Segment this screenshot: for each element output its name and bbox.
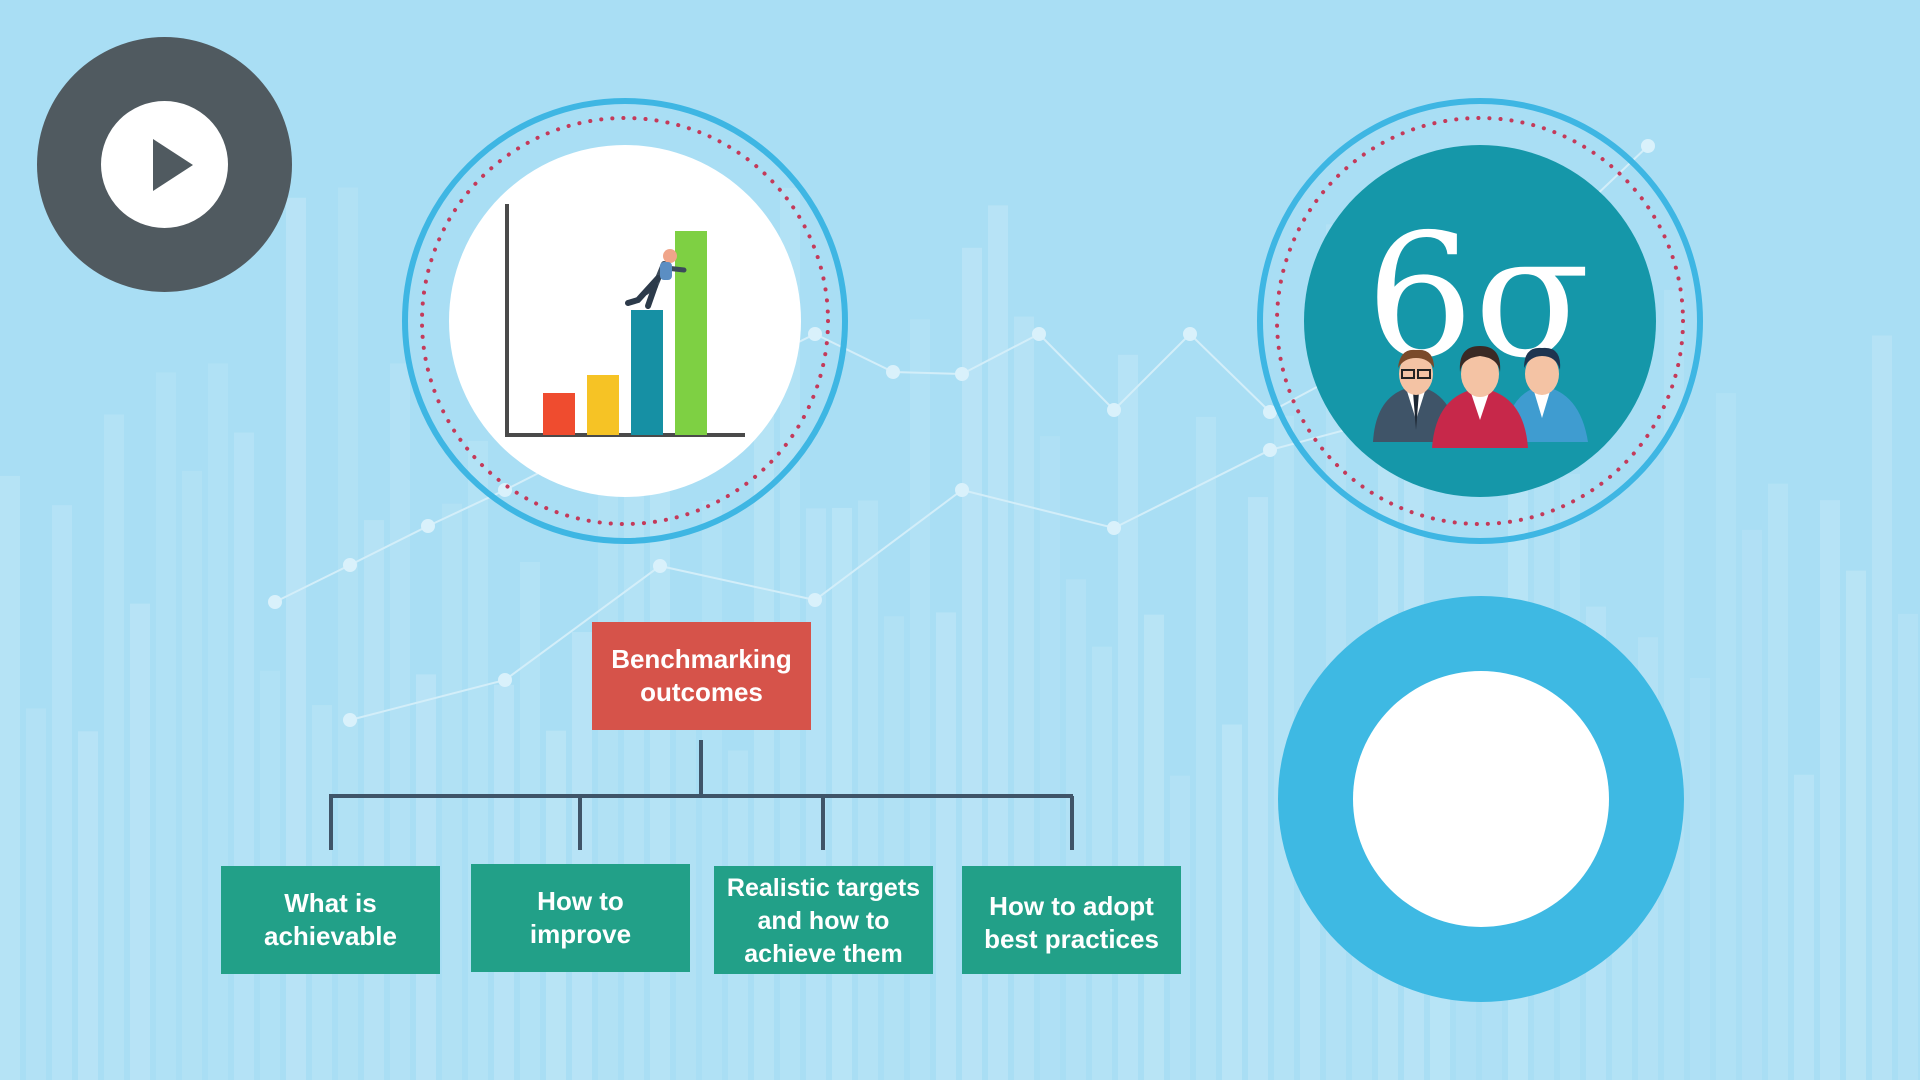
play-icon — [153, 139, 193, 191]
play-button-inner — [101, 101, 228, 228]
climbing-person-icon — [625, 249, 687, 309]
root-node-line-2: outcomes — [640, 677, 763, 707]
chart-bar-4 — [675, 231, 707, 435]
six-sigma-outer-ring — [1257, 98, 1703, 544]
play-button[interactable] — [37, 37, 292, 292]
child-node-2-line-2: improve — [529, 919, 632, 949]
root-node-line-1: Benchmarking — [611, 644, 792, 674]
child-node-how-to-adopt-best-practices: How to adopt best practices — [962, 866, 1181, 974]
child-node-3-line-3: achieve them — [744, 940, 903, 968]
child-node-4-line-2: best practices — [984, 924, 1159, 954]
child-node-1-line-2: achievable — [264, 921, 397, 951]
dotted-ring — [420, 116, 830, 526]
outer-ring — [402, 98, 848, 544]
child-node-how-to-improve: How to improve — [471, 864, 690, 972]
growth-chart-icon — [505, 204, 745, 437]
connector-lines — [329, 740, 1074, 850]
team-icon — [1373, 346, 1588, 448]
child-node-1-line-1: What is — [284, 888, 377, 918]
chart-bar-1 — [543, 393, 575, 435]
child-node-4-line-1: How to adopt — [989, 891, 1154, 921]
child-node-3-line-1: Realistic targets — [726, 874, 921, 902]
chart-disc — [449, 145, 801, 497]
six-sigma-dotted-ring — [1275, 116, 1685, 526]
root-node-benchmarking-outcomes: Benchmarking outcomes — [592, 622, 811, 730]
child-node-realistic-targets: Realistic targets and how to achieve the… — [714, 866, 933, 974]
child-node-3-line-2: and how to — [757, 907, 890, 935]
chart-bar-2 — [587, 375, 619, 435]
chart-bar-3 — [631, 310, 663, 435]
child-node-what-is-achievable: What is achievable — [221, 866, 440, 974]
child-node-2-line-1: How to — [537, 886, 624, 916]
blue-ring-inner — [1353, 671, 1609, 927]
